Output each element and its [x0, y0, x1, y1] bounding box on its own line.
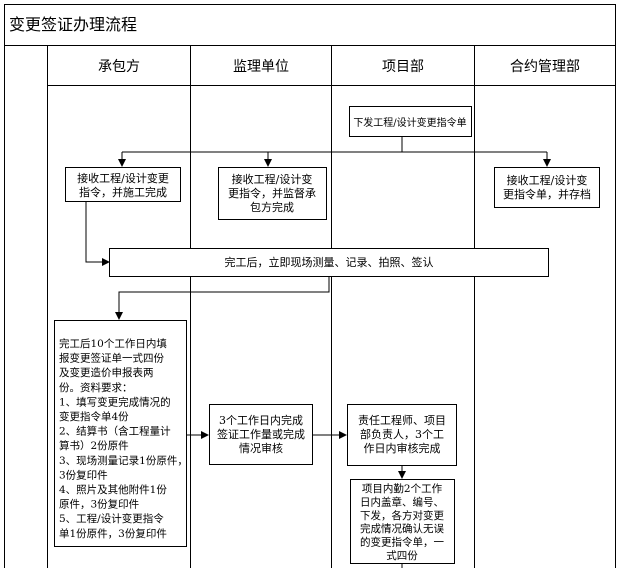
text-line: 接收工程/设计变 [232, 172, 313, 186]
arrow-to-measure [85, 202, 110, 266]
step-contractor-receive: 接收工程/设计变更指令，并施工完成 [65, 167, 181, 202]
text-line: 3、现场测量记录1份原件， [59, 454, 188, 467]
text-line: 式四份 [386, 549, 418, 562]
text-line: 原件，3份复印件 [59, 498, 139, 511]
text-line: 日内盖章、编号、 [360, 495, 444, 508]
arrow-to-contractor-submit [115, 276, 330, 320]
text-line: 的变更指令单，一 [360, 536, 444, 549]
text-line: 及变更造价申报表两 [59, 366, 154, 379]
text-line: 指令，并施工完成 [79, 185, 167, 199]
text-line: 部负责人，3个工 [360, 427, 444, 441]
text-line: 份。资料要求： [59, 381, 133, 394]
text-line: 项目内勤2个工作 [362, 482, 443, 495]
step-supervisor-receive: 接收工程/设计变更指令，并监督承包方完成 [218, 167, 327, 220]
text-line: 单1份原件，3份复印件 [59, 527, 167, 540]
connectors [85, 137, 551, 568]
diagram-title: 变更签证办理流程 [9, 15, 137, 34]
step-contractor-submit-text: 完工后10个工作日内填报变更签证单一式四份及变更造价申报表两份。资料要求：1、填… [59, 337, 188, 540]
step-supervisor-receive-text: 接收工程/设计变更指令，并监督承包方完成 [228, 172, 316, 214]
step-dept-stamp-text: 项目内勤2个工作日内盖章、编号、下发，各方对变更完成情况确认无误的变更指令单，一… [360, 482, 444, 562]
step-contractor-receive-text: 接收工程/设计变更指令，并施工完成 [77, 171, 169, 199]
text-line: 签证工作量或完成 [217, 427, 305, 441]
text-line: 包方完成 [250, 200, 294, 214]
step-supervisor-review-text: 3个工作日内完成签证工作量或完成情况审核 [217, 413, 305, 455]
text-line: 完成情况确认无误 [360, 522, 444, 535]
text-line: 2、结算书（含工程量计 [59, 425, 171, 438]
step-engineer-review: 责任工程师、项目部负责人，3个工作日内审核完成 [347, 404, 457, 466]
lane-header-contract-dept: 合约管理部 [510, 59, 580, 75]
step-on-site-measure-text: 完工后，立即现场测量、记录、拍照、签认 [225, 255, 434, 269]
text-line: 5、工程/设计变更指令 [59, 512, 164, 525]
lane-header-supervisor: 监理单位 [233, 59, 289, 75]
text-line: 下发工程/设计变更指令单 [353, 116, 466, 129]
step-contract-receive-text: 接收工程/设计变更指令单，并存档 [503, 173, 591, 201]
text-line: 责任工程师、项目 [358, 414, 446, 427]
text-line: 更指令单，并存档 [503, 187, 591, 201]
diagram-border [4, 4, 616, 568]
text-line: 算书）2份原件 [59, 439, 129, 452]
text-line: 完工后，立即现场测量、记录、拍照、签认 [225, 255, 434, 269]
step-issue-order-text: 下发工程/设计变更指令单 [353, 116, 466, 129]
step-dept-stamp: 项目内勤2个工作日内盖章、编号、下发，各方对变更完成情况确认无误的变更指令单，一… [350, 479, 455, 564]
step-engineer-review-text: 责任工程师、项目部负责人，3个工作日内审核完成 [358, 414, 446, 455]
lane-header-contractor: 承包方 [98, 59, 140, 75]
text-line: 更指令，并监督承 [228, 186, 316, 200]
text-line: 1、填写变更完成情况的 [59, 395, 171, 408]
lane-header-project-dept: 项目部 [382, 59, 424, 75]
step-on-site-measure: 完工后，立即现场测量、记录、拍照、签认 [109, 248, 549, 277]
text-line: 3份复印件 [59, 468, 108, 481]
text-line: 4、照片及其他附件1份 [59, 483, 167, 496]
step-contract-receive: 接收工程/设计变更指令单，并存档 [494, 167, 600, 208]
step-contractor-submit: 完工后10个工作日内填报变更签证单一式四份及变更造价申报表两份。资料要求：1、填… [54, 320, 188, 547]
text-line: 作日内审核完成 [364, 441, 441, 455]
step-issue-order: 下发工程/设计变更指令单 [349, 106, 472, 137]
text-line: 3个工作日内完成 [219, 413, 303, 427]
text-line: 情况审核 [239, 441, 283, 455]
text-line: 报变更签证单一式四份 [59, 352, 164, 365]
text-line: 变更指令单4份 [59, 410, 129, 423]
text-line: 完工后10个工作日内填 [59, 337, 167, 350]
text-line: 下发，各方对变更 [360, 509, 444, 522]
step-supervisor-review: 3个工作日内完成签证工作量或完成情况审核 [209, 404, 313, 465]
text-line: 接收工程/设计变更 [77, 171, 169, 185]
text-line: 接收工程/设计变 [507, 173, 588, 187]
